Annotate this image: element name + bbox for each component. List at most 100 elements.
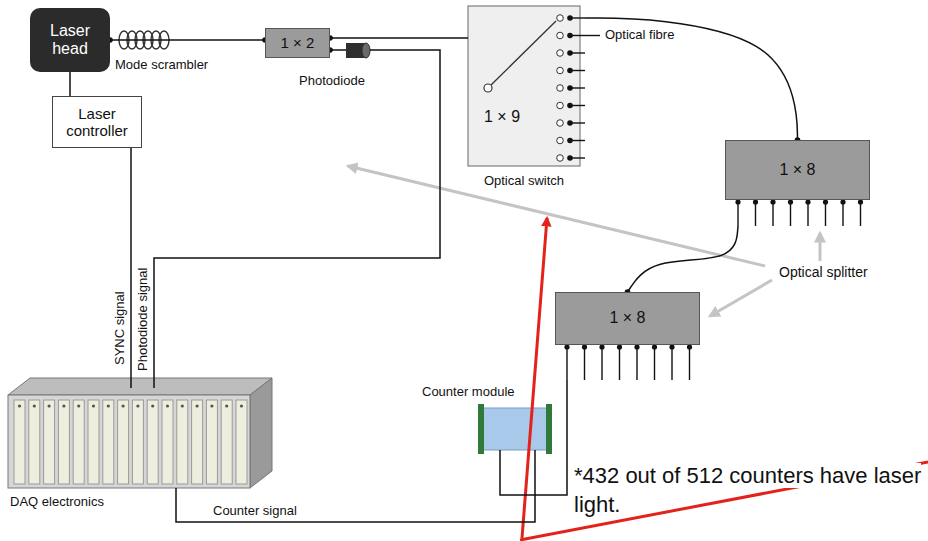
card-screw [48, 404, 51, 407]
optical-switch: 1 × 9Optical switch [468, 6, 580, 166]
laser-controller-box: Laser controller [52, 96, 142, 148]
switch-contact [557, 67, 564, 74]
splitter-outputs [564, 199, 863, 380]
switch-pivot [484, 84, 492, 92]
crate-card [88, 400, 99, 484]
switch-contact [557, 15, 564, 22]
port-dot [567, 103, 573, 109]
node-text: Photodiode [286, 74, 378, 89]
switch-lever [491, 21, 556, 85]
connector-path [176, 450, 535, 522]
port-dot [567, 33, 573, 39]
crate-card [29, 400, 40, 484]
card-screw [240, 404, 243, 407]
node-text: Counter module [422, 385, 515, 400]
crate-card [14, 400, 25, 484]
switch-contact [557, 85, 564, 92]
connector-path [130, 148, 132, 388]
port-dot [567, 85, 573, 91]
switch-housing [468, 6, 580, 166]
switch-contact [557, 50, 564, 57]
connector-path [154, 50, 440, 388]
output-dot [840, 199, 845, 204]
crate-card [221, 400, 232, 484]
connector-path [69, 72, 71, 96]
splitter-box: 1 × 8 [725, 140, 870, 200]
output-fibre [566, 345, 567, 380]
card-screw [122, 404, 125, 407]
crate-top [8, 378, 272, 395]
switch-contact [557, 120, 564, 127]
node-text: Optical switch [458, 174, 590, 189]
card-screw [196, 404, 199, 407]
node-text: 1 × 8 [609, 309, 645, 327]
crate-card [132, 400, 143, 484]
end-cap [546, 404, 552, 454]
output-fibre [654, 345, 655, 380]
scintillator-bar [482, 408, 548, 450]
signal-label: Counter signal [212, 503, 298, 519]
fibre-connector [625, 226, 738, 295]
fibre-connector [154, 50, 440, 388]
note-text: *432 out of 512 counters have laser ligh… [574, 463, 921, 517]
card-screw [136, 404, 139, 407]
fibre-stub [585, 35, 600, 36]
node-text: 1 × 8 [779, 161, 815, 179]
node-text: Laser head [35, 22, 105, 59]
crate-card [192, 400, 203, 484]
crate-card [44, 400, 55, 484]
fibre-connector [327, 35, 468, 41]
node-text: 1 × 9 [484, 108, 520, 126]
card-screw [166, 404, 169, 407]
counter-module: Counter module [420, 385, 555, 455]
connector-path [330, 37, 468, 39]
crate-card [206, 400, 217, 484]
output-dot [599, 344, 604, 349]
splitter-box: 1 × 8 [555, 292, 700, 345]
output-fibre [636, 345, 637, 380]
connector-path [628, 226, 739, 292]
output-dot [805, 199, 810, 204]
crate-card [103, 400, 114, 484]
signal-label: Photodiode signal [135, 267, 151, 372]
card-screw [181, 404, 184, 407]
switch-ports [557, 15, 585, 162]
card-screw [107, 404, 110, 407]
card-screw [151, 404, 154, 407]
switch-contact [557, 155, 564, 162]
fibre-connector [131, 148, 132, 388]
output-dot [858, 199, 863, 204]
output-dot [634, 344, 639, 349]
port-dot [567, 68, 573, 74]
callout-strike [520, 462, 928, 540]
crate-side [250, 378, 272, 488]
crate-card [118, 400, 129, 484]
card-screw [77, 404, 80, 407]
output-dot [617, 344, 622, 349]
output-dot [753, 199, 758, 204]
crate-card [162, 400, 173, 484]
port-dot [567, 15, 573, 21]
daq-crate [8, 378, 272, 488]
switch-contact [557, 32, 564, 39]
crate-cards [14, 400, 247, 484]
component-label: Optical fibre [604, 27, 675, 43]
node-text: 1 × 2 [281, 34, 315, 51]
output-dot [823, 199, 828, 204]
output-dot [669, 344, 674, 349]
port-dot [567, 50, 573, 56]
crate-card [73, 400, 84, 484]
component-label: Mode scrambler [114, 57, 209, 73]
card-screw [225, 404, 228, 407]
connector-path [585, 18, 798, 140]
output-dot [652, 344, 657, 349]
fibre-connector [107, 37, 268, 43]
fibre-connector [585, 18, 800, 143]
photodiode-face [362, 43, 370, 58]
crate-card [58, 400, 69, 484]
red-callout [520, 218, 928, 540]
signal-label: SYNC signal [112, 290, 128, 366]
port-dot [567, 120, 573, 126]
crate-card [177, 400, 188, 484]
switch-contact [557, 137, 564, 144]
